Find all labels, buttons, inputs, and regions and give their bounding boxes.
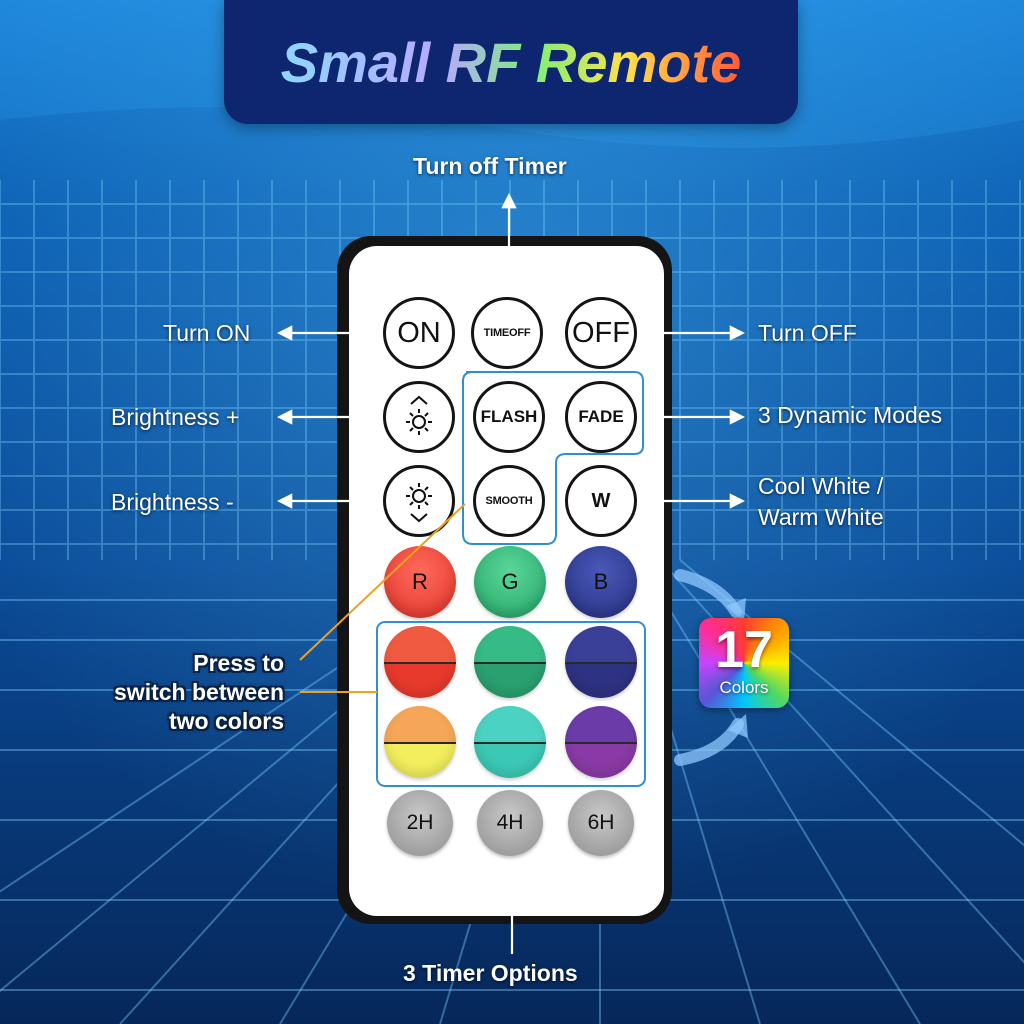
sun-arrow-down-icon — [406, 483, 432, 523]
fade-button-label: FADE — [578, 407, 624, 426]
timer-6h-label: 6H — [587, 811, 615, 834]
brightness-up-button[interactable] — [383, 381, 455, 453]
color-orange-yellow-button[interactable] — [384, 706, 456, 778]
brightness-up-label: Brightness + — [111, 404, 240, 430]
smooth-button-label: SMOOTH — [485, 495, 533, 507]
flash-button[interactable]: FLASH — [473, 381, 545, 453]
turn-on-label: Turn ON — [163, 320, 251, 346]
timer-4h-label: 4H — [496, 811, 524, 834]
on-button-label: ON — [397, 316, 441, 349]
press-line-2: switch between — [114, 679, 284, 705]
color-indigo-button[interactable] — [565, 626, 637, 698]
brightness-down-button[interactable] — [383, 465, 455, 537]
timer-4h-button[interactable]: 4H — [477, 790, 543, 856]
dynamic-modes-label: 3 Dynamic Modes — [758, 402, 943, 428]
press-line-1: Press to — [193, 650, 284, 676]
fade-button[interactable]: FADE — [565, 381, 637, 453]
red-button[interactable]: R — [384, 546, 456, 618]
brightness-down-label: Brightness - — [111, 489, 234, 515]
flash-button-label: FLASH — [480, 407, 538, 426]
green-button[interactable]: G — [474, 546, 546, 618]
white-button-label: W — [591, 489, 611, 512]
colors-badge: 17 Colors — [699, 618, 789, 708]
color-teal-button[interactable] — [474, 706, 546, 778]
smooth-button[interactable]: SMOOTH — [473, 465, 545, 537]
off-button-label: OFF — [572, 316, 630, 349]
timer-2h-label: 2H — [406, 811, 434, 834]
green-button-label: G — [501, 569, 519, 594]
off-button[interactable]: OFF — [565, 297, 637, 369]
colors-badge-number: 17 — [715, 621, 773, 679]
timer-6h-button[interactable]: 6H — [568, 790, 634, 856]
press-line-3: two colors — [168, 708, 284, 734]
title-banner: Small RF Remote — [224, 0, 798, 124]
red-button-label: R — [412, 569, 428, 594]
timer-2h-button[interactable]: 2H — [387, 790, 453, 856]
colors-badge-text: Colors — [719, 678, 769, 697]
cool-white-label: Cool White / — [758, 473, 884, 499]
timer-options-label: 3 Timer Options — [403, 960, 578, 986]
turn-off-label: Turn OFF — [758, 320, 857, 346]
color-purple-button[interactable] — [565, 706, 637, 778]
page-title: Small RF Remote — [281, 31, 742, 94]
timeoff-button-label: TIMEOFF — [483, 327, 531, 339]
turn-off-timer-label: Turn off Timer — [413, 153, 567, 179]
warm-white-label: Warm White — [758, 504, 884, 530]
blue-button-label: B — [593, 569, 609, 594]
sun-arrow-up-icon — [406, 395, 432, 435]
on-button[interactable]: ON — [383, 297, 455, 369]
press-to-switch-label: Press to switch between two colors — [60, 649, 284, 736]
blue-button[interactable]: B — [565, 546, 637, 618]
color-sea-green-button[interactable] — [474, 626, 546, 698]
white-button[interactable]: W — [565, 465, 637, 537]
timeoff-button[interactable]: TIMEOFF — [471, 297, 543, 369]
color-orange-red-button[interactable] — [384, 626, 456, 698]
